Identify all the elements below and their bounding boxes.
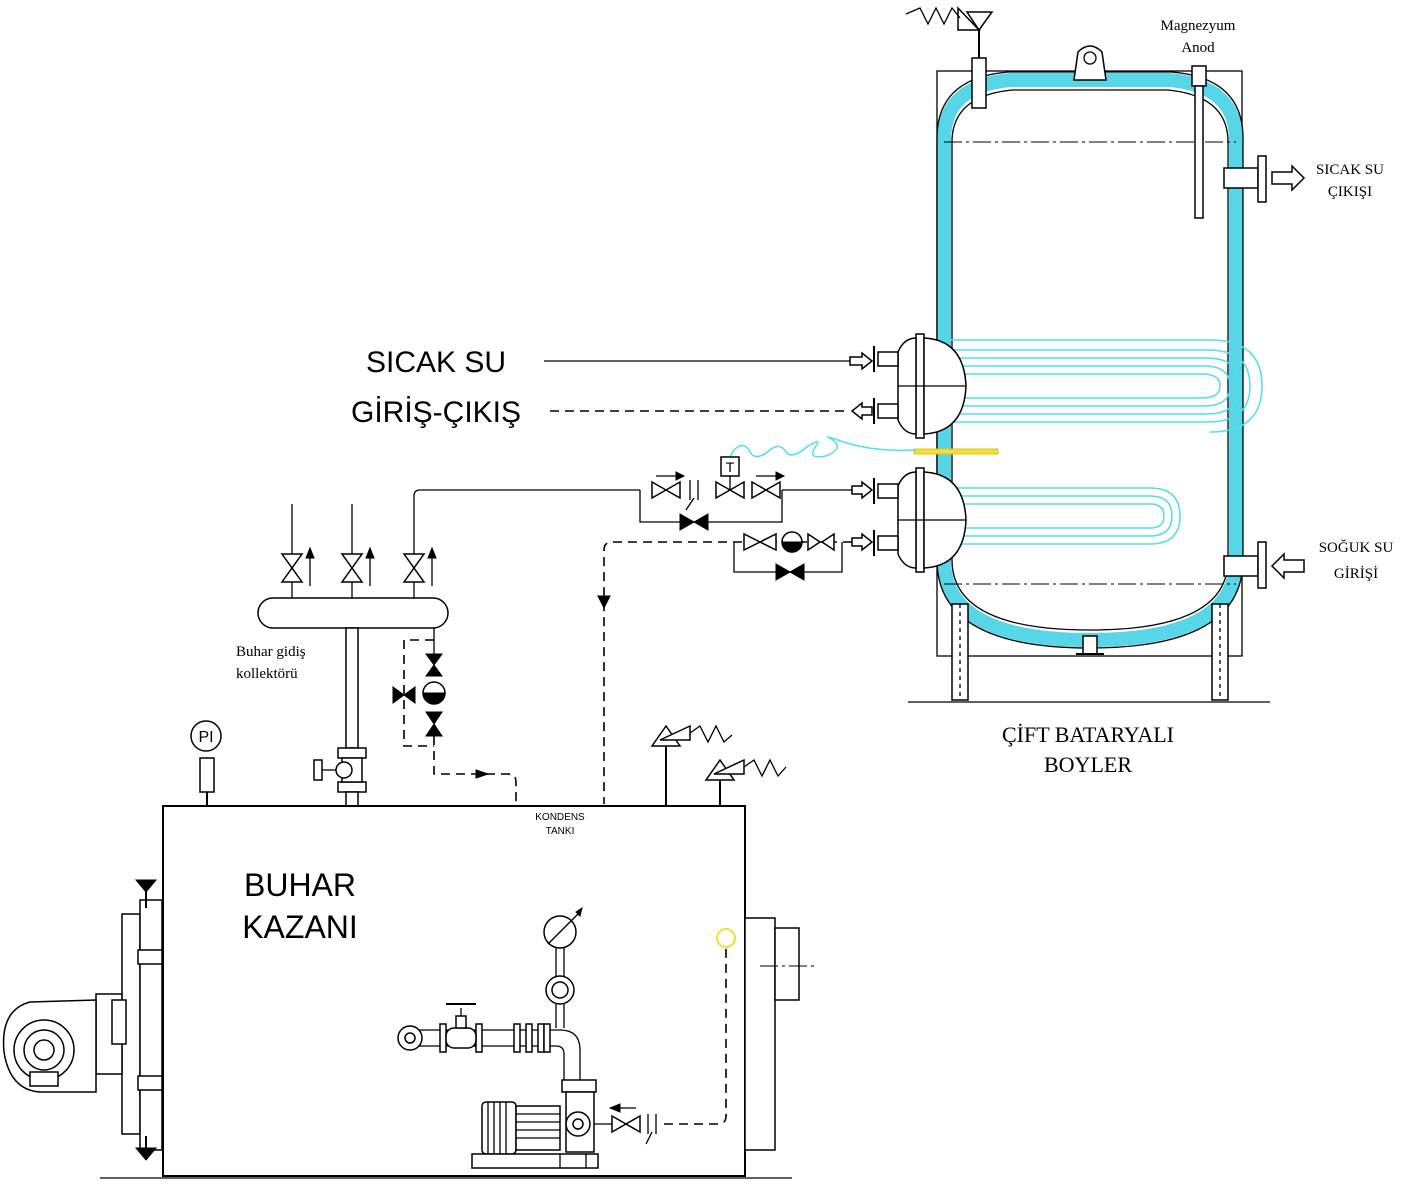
boiler-body bbox=[162, 805, 746, 1177]
steam-boiler-title-1: BUHAR bbox=[244, 867, 356, 903]
tank-inner-shell bbox=[951, 89, 1229, 631]
boiler-tank-title-2: BOYLER bbox=[1044, 752, 1132, 777]
steam-supply-line bbox=[413, 480, 874, 550]
steam-isolation-valve-2 bbox=[751, 471, 786, 500]
level-sensor bbox=[716, 928, 736, 948]
lifting-lug bbox=[1073, 45, 1107, 81]
steam-collector bbox=[257, 504, 449, 807]
steam-bypass-valve bbox=[679, 513, 709, 531]
upper-heating-coil bbox=[950, 339, 1263, 433]
door-clamp-top bbox=[134, 879, 158, 908]
hot-water-outlet-label-1: SICAK SU bbox=[1316, 162, 1384, 178]
steam-isolation-valve-1 bbox=[651, 471, 686, 500]
cold-water-inlet-label-1: SOĞUK SU bbox=[1319, 539, 1394, 556]
magnesium-anode bbox=[1191, 65, 1207, 219]
tank-insulation bbox=[937, 73, 1243, 648]
cold-water-inlet-label-2: GİRİŞİ bbox=[1334, 566, 1378, 582]
collector-drain-trap-set bbox=[392, 628, 517, 804]
condensate-tank-label-1: KONDENS bbox=[535, 812, 585, 823]
hot-water-in-arrow bbox=[849, 351, 874, 371]
thermostat-label: T bbox=[726, 459, 735, 475]
tank-safety-valve bbox=[905, 6, 994, 109]
rear-flue-box bbox=[744, 917, 816, 1151]
boiler-tank-title-1: ÇİFT BATARYALI bbox=[1002, 722, 1174, 747]
feed-pump-assembly bbox=[397, 906, 727, 1169]
boiler-safety-valve-1 bbox=[650, 724, 733, 806]
pressure-indicator-label: PI bbox=[198, 729, 213, 746]
double-coil-boiler-tank bbox=[729, 6, 1306, 703]
hot-water-out-arrow bbox=[850, 401, 873, 421]
lower-coil-head bbox=[873, 467, 967, 573]
temperature-sensor-pocket bbox=[913, 448, 999, 455]
magnesium-anode-label-2: Anod bbox=[1181, 40, 1215, 56]
collector-label-1: Buhar gidiş bbox=[236, 644, 306, 660]
door-clamp-bottom bbox=[134, 1136, 158, 1161]
condensate-valve-2 bbox=[807, 532, 835, 552]
magnesium-anode-label-1: Magnezyum bbox=[1161, 18, 1236, 34]
hot-water-outlet-nozzle bbox=[1223, 155, 1306, 203]
tank-legs bbox=[908, 603, 1270, 703]
condensate-valve-1 bbox=[743, 532, 777, 552]
steam-strainer bbox=[685, 480, 699, 511]
condensate-bypass-valve bbox=[775, 563, 805, 581]
steam-trap bbox=[781, 531, 803, 553]
thermostat-capillary bbox=[729, 436, 917, 463]
collector-label-2: kollektörü bbox=[236, 666, 298, 682]
burner bbox=[2, 993, 127, 1093]
steam-boiler: PI KONDENS TANKI BUHAR KAZANI bbox=[2, 720, 816, 1179]
condensate-tank-label-2: TANKI bbox=[546, 826, 575, 837]
boiler-safety-valve-2 bbox=[704, 758, 787, 806]
hot-water-io-title-1: SICAK SU bbox=[366, 346, 506, 379]
upper-coil-head bbox=[873, 333, 967, 439]
steam-boiler-title-2: KAZANI bbox=[242, 909, 358, 945]
lower-heating-coil bbox=[950, 487, 1181, 545]
tank-drain bbox=[1076, 635, 1104, 655]
cold-water-inlet-nozzle bbox=[1223, 541, 1305, 589]
hot-water-outlet-label-2: ÇIKIŞI bbox=[1328, 184, 1372, 200]
pressure-indicator: PI bbox=[190, 720, 222, 806]
hot-water-io-title-2: GİRİŞ-ÇIKIŞ bbox=[351, 396, 521, 429]
thermostatic-control-valve: T bbox=[715, 456, 745, 500]
